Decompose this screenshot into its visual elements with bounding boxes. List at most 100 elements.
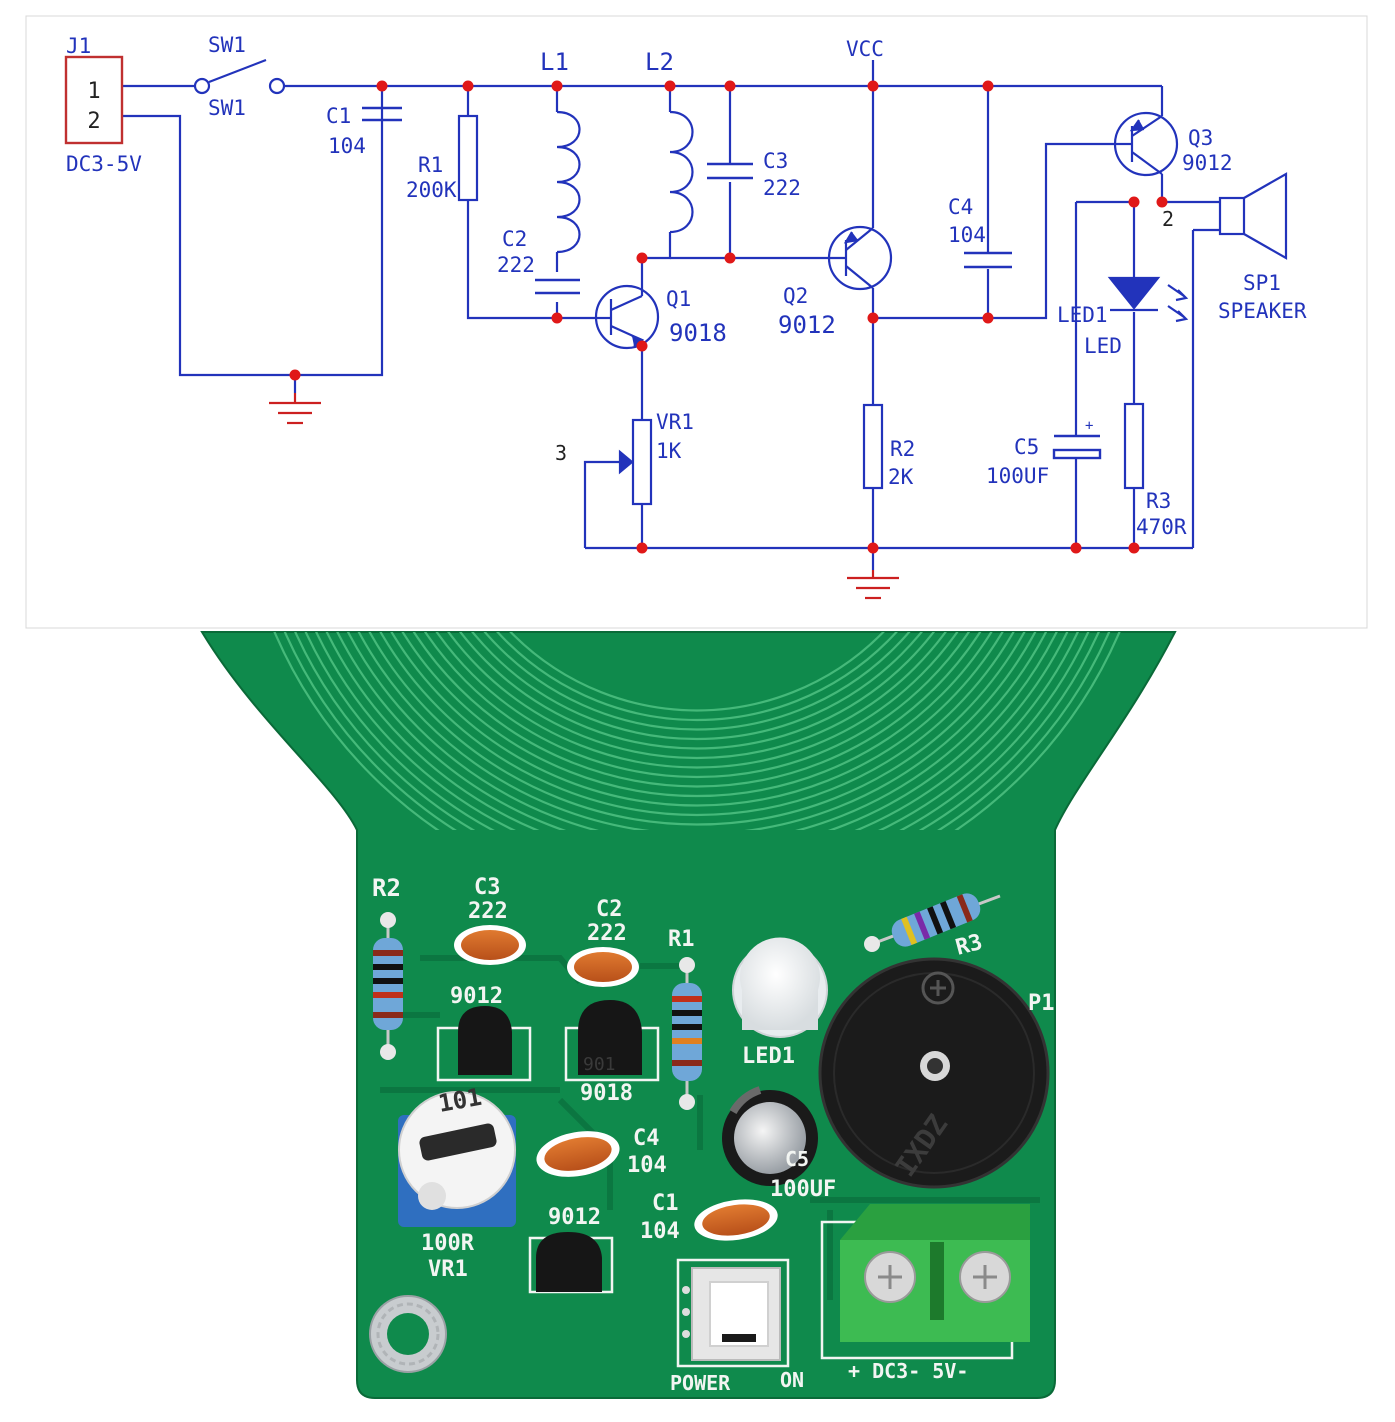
led1-ref: LED1	[1057, 303, 1108, 327]
board-vr-value: 100R	[421, 1231, 475, 1256]
q3-value: 9012	[1182, 151, 1233, 175]
board-c2-value: 222	[587, 921, 627, 946]
board-c1-capacitor	[694, 1199, 778, 1241]
board-q-9012-bottom	[528, 1232, 614, 1294]
vr1-potentiometer	[618, 418, 653, 506]
coil-ring	[387, 632, 1007, 760]
board-c5-value: 100UF	[770, 1177, 836, 1202]
board-c5-capacitor	[722, 1086, 818, 1186]
q1-transistor	[594, 284, 660, 350]
coil-ring	[416, 632, 978, 731]
c1-value: 104	[328, 134, 366, 158]
board-c2-capacitor	[567, 947, 639, 987]
c3-ref: C3	[763, 149, 788, 173]
led1-value: LED	[1084, 334, 1122, 358]
junction-dots	[289, 80, 1168, 554]
coil-ring	[397, 632, 997, 750]
board-c4-value: 104	[627, 1153, 667, 1178]
sp1-speaker	[1218, 172, 1288, 260]
board-q-left-label: 9012	[450, 984, 503, 1009]
q2-ref: Q2	[783, 284, 808, 308]
board-vr-ref: VR1	[428, 1257, 468, 1282]
board-q-mid-label: 9018	[580, 1081, 633, 1106]
r1-resistor	[457, 114, 479, 202]
c5-plus: +	[1085, 418, 1093, 434]
j1-connector: 1 2 J1 DC3-5V	[64, 34, 142, 176]
vr1-value: 1K	[656, 439, 682, 463]
search-coil	[235, 632, 1159, 830]
r2-value: 2K	[888, 465, 914, 489]
r2-resistor	[862, 403, 884, 490]
c1-capacitor	[362, 106, 402, 122]
sp1-ref: SP1	[1243, 271, 1281, 295]
board-c5-label: C5	[785, 1147, 809, 1171]
board-on-label: ON	[780, 1368, 804, 1392]
board-r1-resistor	[672, 957, 702, 1110]
board-c1-value: 104	[640, 1219, 680, 1244]
sp1-pin2: 2	[1162, 207, 1174, 231]
c4-ref: C4	[948, 195, 973, 219]
board-r1-label: R1	[668, 927, 695, 952]
l1-ref: L1	[540, 48, 569, 76]
board-terminal-label: + DC3- 5V-	[848, 1359, 968, 1383]
board-led	[732, 937, 828, 1038]
board-q-9012-left	[436, 1006, 532, 1082]
coil-ring	[378, 632, 1016, 769]
r3-resistor	[1123, 402, 1145, 490]
board-r2-label: R2	[372, 874, 401, 902]
board-r2-resistor	[373, 912, 403, 1060]
q3-ref: Q3	[1188, 126, 1213, 150]
sw1-switch	[193, 58, 286, 95]
c1-ref: C1	[326, 104, 351, 128]
coil-ring	[368, 632, 1026, 779]
coil-ring	[406, 632, 988, 741]
board-power-label: POWER	[670, 1371, 731, 1395]
coil-ring	[359, 632, 1035, 788]
c3-capacitor	[707, 162, 753, 180]
ground-symbol-left	[269, 393, 321, 425]
board-q-mid-body: 901	[583, 1054, 616, 1075]
schematic-panel: 1 2 J1 DC3-5V SW1 SW1 C1 104 R1 200K L1 …	[25, 15, 1368, 629]
pcb-board: R2 C3 222 C2 222 R1	[200, 631, 1177, 1399]
r3-ref: R3	[1146, 489, 1171, 513]
vr1-pin3: 3	[555, 441, 567, 465]
board-c4-capacitor	[536, 1131, 620, 1177]
sw1-ref-top: SW1	[208, 33, 246, 57]
board-c3-capacitor	[454, 925, 526, 965]
ground-symbol-right	[847, 570, 899, 600]
j1-ref: J1	[66, 34, 91, 58]
r1-value: 200K	[406, 178, 457, 202]
r1-ref: R1	[418, 153, 443, 177]
l1-inductor	[556, 110, 581, 254]
board-terminal-block	[820, 1204, 1030, 1360]
c2-ref: C2	[502, 227, 527, 251]
c5-value: 100UF	[986, 464, 1049, 488]
coil-ring	[330, 632, 1064, 817]
q2-transistor	[827, 225, 893, 291]
board-c1-label: C1	[652, 1191, 679, 1216]
led1-diode	[1107, 276, 1189, 323]
j1-pin2: 2	[87, 109, 100, 134]
board-c3-label: C3	[474, 875, 501, 900]
board-potentiometer	[398, 1091, 516, 1227]
coil-ring	[349, 632, 1045, 798]
board-c4-label: C4	[633, 1126, 660, 1151]
q2-value: 9012	[778, 311, 836, 339]
l2-inductor	[669, 110, 694, 234]
board-buzzer	[818, 957, 1050, 1189]
sw1-ref-bottom: SW1	[208, 96, 246, 120]
board-mounting-washer	[369, 1295, 447, 1373]
coil-ring	[425, 632, 969, 722]
c4-capacitor	[964, 251, 1012, 269]
vcc-label: VCC	[846, 37, 884, 61]
r3-value: 470R	[1136, 515, 1187, 539]
board-r3-resistor	[864, 893, 1001, 952]
c3-value: 222	[763, 176, 801, 200]
board-q-bottom-label: 9012	[548, 1205, 601, 1230]
vr1-ref: VR1	[656, 410, 694, 434]
j1-value: DC3-5V	[66, 152, 142, 176]
l2-ref: L2	[645, 48, 674, 76]
c5-capacitor	[1052, 434, 1102, 460]
j1-pin1: 1	[87, 79, 100, 104]
